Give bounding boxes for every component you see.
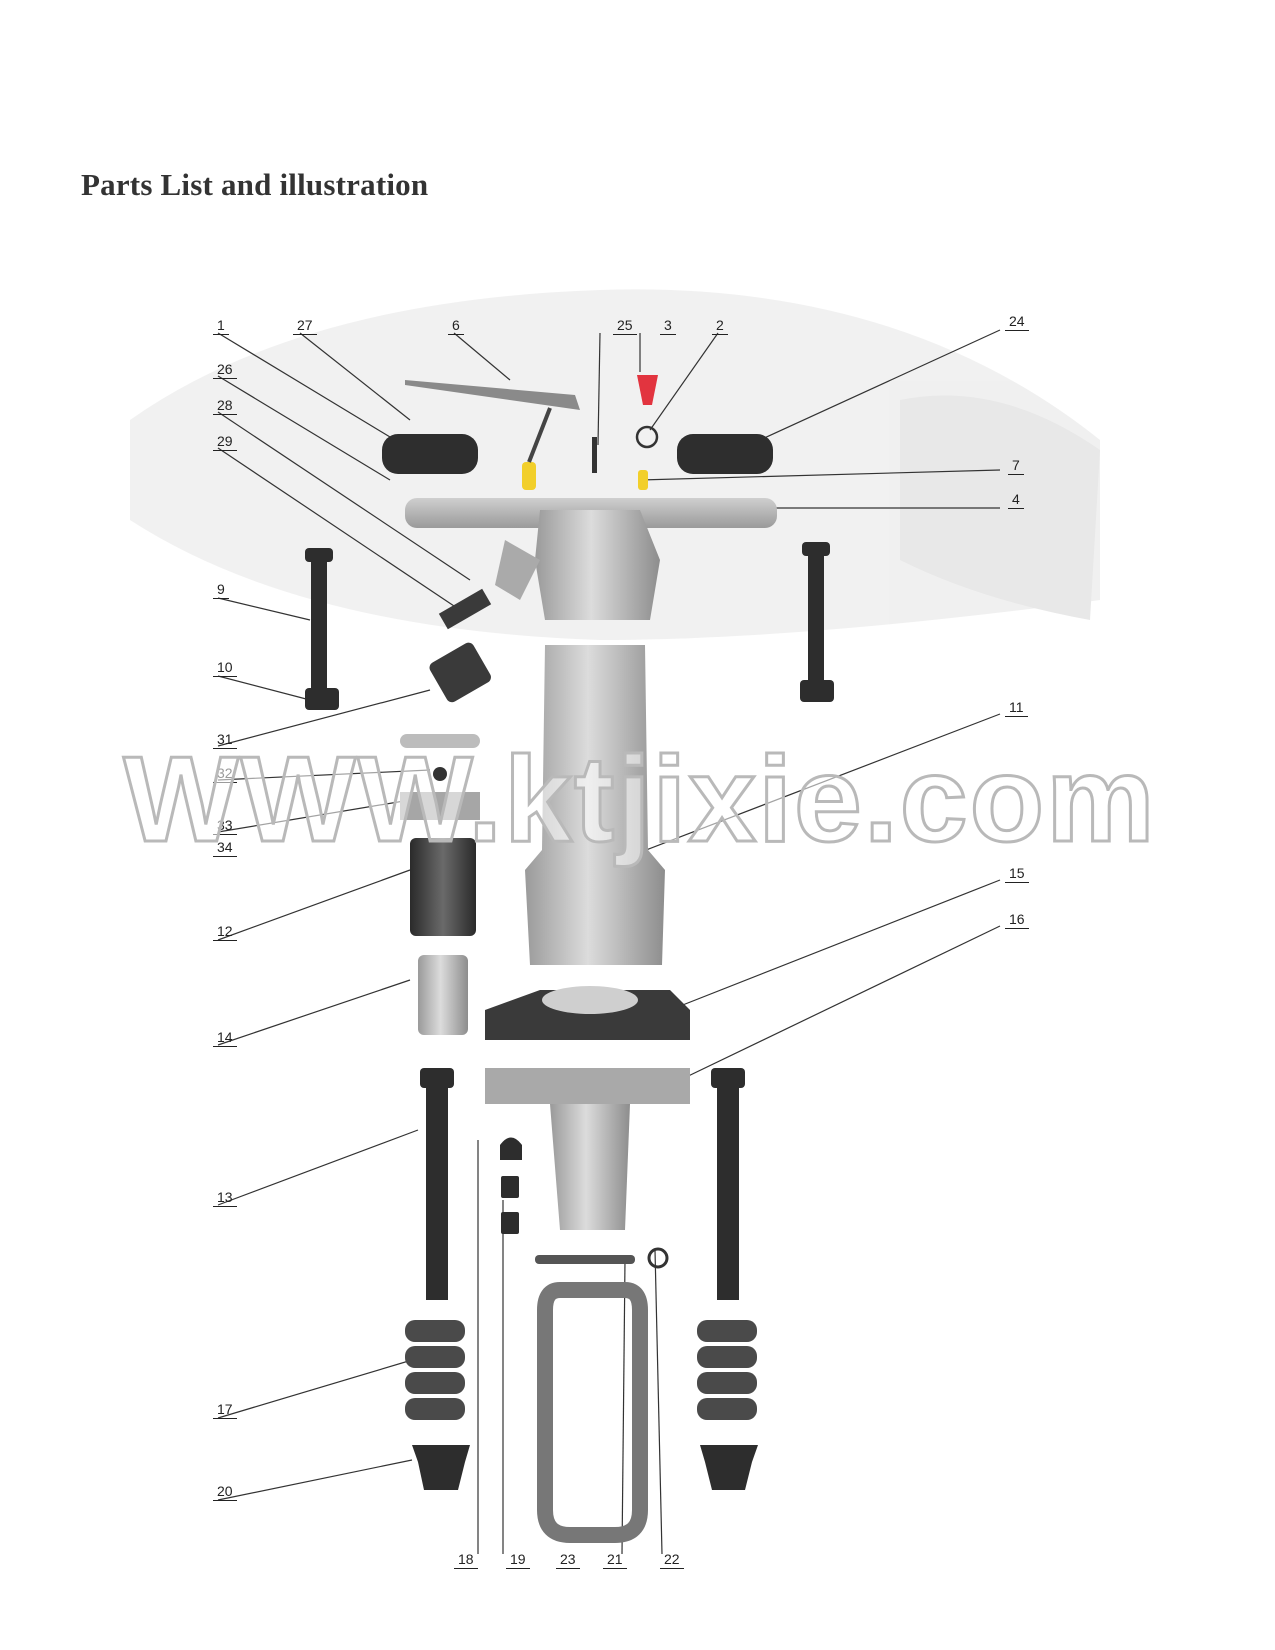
callout-11: 11 — [1005, 700, 1028, 717]
flange-plate — [485, 990, 690, 1040]
callout-14: 14 — [213, 1030, 237, 1047]
callout-29: 29 — [213, 434, 237, 451]
callout-33: 33 — [213, 818, 237, 835]
valve-sleeve — [410, 838, 476, 936]
callout-32: 32 — [213, 766, 237, 783]
side-bolts — [305, 542, 834, 710]
yellow-fitting-right — [638, 470, 648, 490]
yellow-fitting-left — [522, 462, 536, 490]
callout-34: 34 — [213, 840, 237, 857]
callout-24: 24 — [1005, 314, 1029, 331]
handle-assembly — [382, 375, 777, 620]
cylinder-body — [485, 645, 690, 1230]
callout-19: 19 — [506, 1552, 530, 1569]
leader-lines — [217, 329, 1001, 1555]
left-grip — [382, 434, 478, 474]
callout-9: 9 — [213, 582, 229, 599]
springs — [405, 1320, 757, 1420]
tie-bolts — [420, 1068, 745, 1300]
callout-2: 2 — [712, 318, 728, 335]
small-parts — [500, 1137, 669, 1269]
callout-13: 13 — [213, 1190, 237, 1207]
callout-27: 27 — [293, 318, 317, 335]
valve-parts — [400, 588, 492, 1035]
lower-plate — [485, 1068, 690, 1104]
callout-15: 15 — [1005, 866, 1029, 883]
callout-3: 3 — [660, 318, 676, 335]
background-scene — [130, 289, 1100, 640]
callout-21: 21 — [603, 1552, 627, 1569]
callout-10: 10 — [213, 660, 237, 677]
callout-25: 25 — [613, 318, 637, 335]
callout-31: 31 — [213, 732, 237, 749]
spring-nuts — [412, 1445, 758, 1490]
bushing — [418, 955, 468, 1035]
inlet-elbow — [495, 540, 540, 600]
retainer-latch — [537, 1282, 648, 1543]
throttle-lever — [405, 380, 580, 410]
red-cap — [637, 375, 658, 405]
watermark-text: WWW.ktjixie.com — [122, 731, 1157, 867]
callout-6: 6 — [448, 318, 464, 335]
o-ring — [635, 425, 659, 449]
pin — [592, 437, 597, 473]
page-title: Parts List and illustration — [81, 167, 429, 202]
callout-12: 12 — [213, 924, 237, 941]
callout-28: 28 — [213, 398, 237, 415]
right-grip — [677, 434, 773, 474]
callout-7: 7 — [1008, 458, 1024, 475]
callout-18: 18 — [454, 1552, 478, 1569]
callout-17: 17 — [213, 1402, 237, 1419]
callout-23: 23 — [556, 1552, 580, 1569]
cylinder-head — [535, 510, 660, 620]
callout-26: 26 — [213, 362, 237, 379]
callout-20: 20 — [213, 1484, 237, 1501]
callout-4: 4 — [1008, 492, 1024, 509]
callout-1: 1 — [213, 318, 229, 335]
front-head — [550, 1104, 630, 1230]
callout-16: 16 — [1005, 912, 1029, 929]
callout-22: 22 — [660, 1552, 684, 1569]
